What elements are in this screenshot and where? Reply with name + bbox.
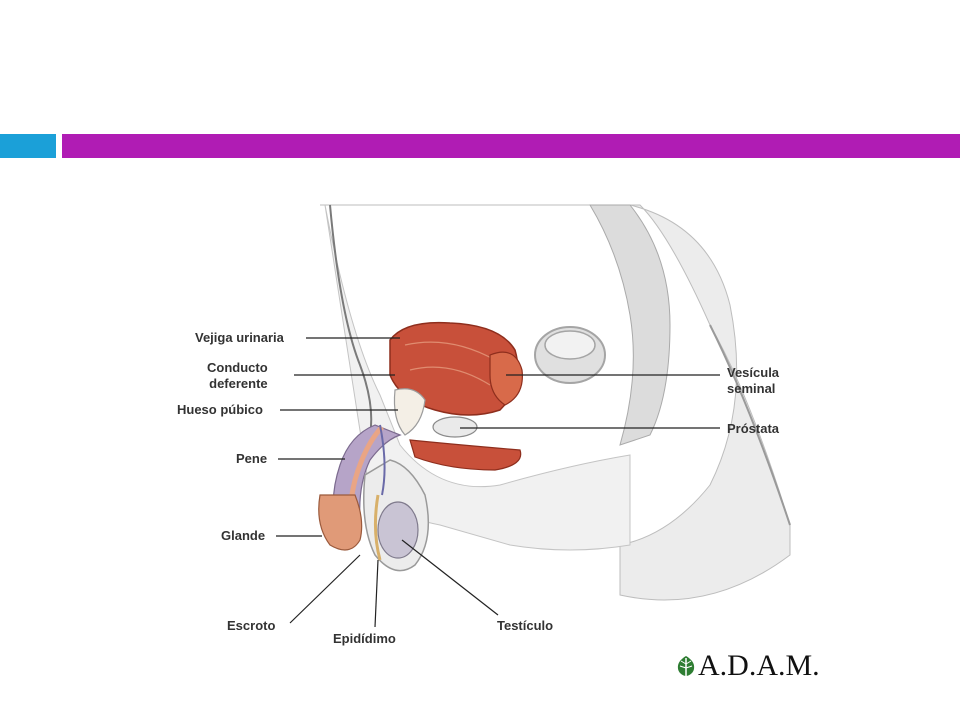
label-conducto-line1: Conducto <box>207 360 268 375</box>
header-accent-bar <box>62 134 960 158</box>
label-conducto-deferente: Conducto deferente <box>207 360 268 392</box>
label-testiculo: Testículo <box>497 618 554 633</box>
leaf-icon <box>677 656 695 676</box>
label-vesicula-line1: Vesícula <box>727 365 780 380</box>
label-glande: Glande <box>221 528 266 543</box>
label-conducto-line2: deferente <box>209 376 268 391</box>
label-vesicula-line2: seminal <box>727 381 776 396</box>
label-vejiga-urinaria: Vejiga urinaria <box>195 330 284 345</box>
logo-text: A.D.A.M. <box>698 649 820 682</box>
label-escroto: Escroto <box>227 618 276 633</box>
anatomy-figure: Vejiga urinaria Conducto deferente Hueso… <box>150 195 830 695</box>
label-epididimo: Epidídimo <box>333 631 396 646</box>
label-prostata: Próstata <box>727 421 780 436</box>
label-hueso-pubico: Hueso púbico <box>177 402 263 417</box>
header-accent-block <box>0 134 56 158</box>
label-vesicula-seminal: Vesícula seminal <box>727 365 779 397</box>
adam-logo: A.D.A.M. <box>674 648 820 684</box>
label-pene: Pene <box>236 451 268 466</box>
anatomy-illustration <box>276 204 791 628</box>
